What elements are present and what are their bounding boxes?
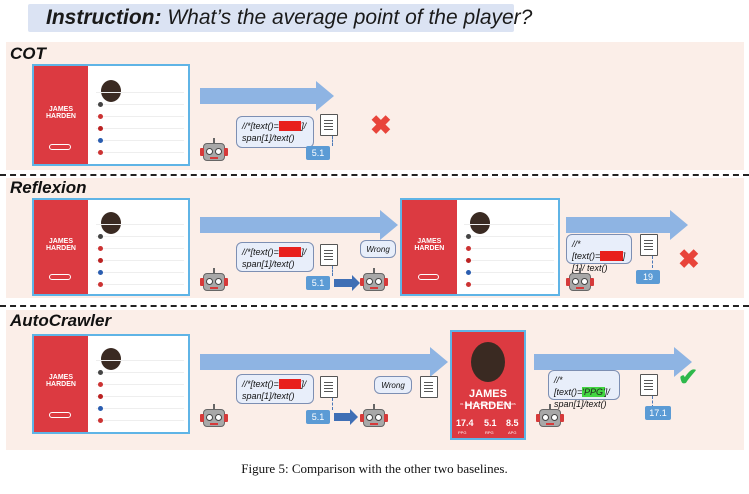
process-arrow <box>534 347 692 377</box>
xpath-bubble: //*[text()='PPG'][1]/ text() <box>566 234 632 273</box>
webpage-screenshot: JAMES HARDEN <box>32 198 190 296</box>
robot-icon <box>566 268 594 294</box>
robot-icon <box>360 404 388 430</box>
section-divider <box>0 174 749 176</box>
webpage-screenshot: JAMES HARDEN <box>32 64 190 166</box>
extracted-value: 17.1 <box>645 406 671 420</box>
document-icon <box>320 114 338 136</box>
section-title-reflexion: Reflexion <box>10 178 87 197</box>
robot-icon <box>200 268 228 294</box>
card-stat-label: RPG <box>485 430 494 435</box>
fail-icon: ✖ <box>678 244 700 274</box>
xpath-bubble: //*[text()='PPG']/ span[1]/text() <box>548 370 620 409</box>
process-arrow <box>200 210 398 240</box>
document-icon <box>320 244 338 266</box>
card-stat: 17.4 <box>456 418 474 428</box>
instruction-banner: Instruction: What’s the average point of… <box>28 4 532 32</box>
document-icon <box>640 234 658 256</box>
robot-icon <box>200 404 228 430</box>
wrong-bubble: Wrong <box>374 376 412 394</box>
section-title-cot: COT <box>10 44 46 63</box>
xpath-bubble: //*[text()='APG']/ span[1]/text() <box>236 116 314 148</box>
instruction-label: Instruction: <box>46 6 162 29</box>
xpath-bubble: //*[text()='APG']/ span[1]/text() <box>236 374 314 404</box>
webpage-screenshot: JAMES HARDEN <box>400 198 560 296</box>
card-stat: 5.1 <box>484 418 497 428</box>
feedback-arrow <box>334 409 358 425</box>
fail-icon: ✖ <box>370 110 392 140</box>
robot-icon <box>200 138 228 164</box>
player-name: JAMES HARDEN <box>414 238 445 252</box>
robot-icon <box>536 404 564 430</box>
extracted-value: 19 <box>636 270 660 284</box>
section-divider <box>0 305 749 307</box>
wrong-bubble: Wrong <box>360 240 396 258</box>
player-name: JAMES HARDEN <box>464 388 512 412</box>
document-icon <box>640 374 658 396</box>
player-name: JAMES HARDEN <box>45 374 76 388</box>
card-stat-label: APG <box>508 430 517 435</box>
success-icon: ✔ <box>678 364 699 391</box>
player-name: JAMES HARDEN <box>45 238 76 252</box>
extracted-value: 5.1 <box>306 410 330 424</box>
instruction-question: What’s the average point of the player? <box>167 6 533 29</box>
section-title-autocrawler: AutoCrawler <box>10 311 112 330</box>
card-stat: 8.5 <box>506 418 519 428</box>
process-arrow <box>200 347 448 377</box>
extracted-value: 5.1 <box>306 146 330 160</box>
figure-caption: Figure 5: Comparison with the other two … <box>241 461 508 476</box>
document-icon <box>320 376 338 398</box>
xpath-bubble: //*[text()='APG']/ span[1]/text() <box>236 242 314 272</box>
player-subtitle: #1 · SHOOTING GUARD · LA CLIPPERS <box>460 402 516 406</box>
player-name: JAMES HARDEN <box>45 106 76 120</box>
feedback-arrow <box>334 275 360 291</box>
card-stat-label: PPG <box>458 430 467 435</box>
process-arrow <box>200 81 334 111</box>
player-card: JAMES HARDEN #1 · SHOOTING GUARD · LA CL… <box>450 330 526 440</box>
process-arrow <box>566 210 688 240</box>
extracted-value: 5.1 <box>306 276 330 290</box>
document-icon <box>420 376 438 398</box>
robot-icon <box>360 268 388 294</box>
webpage-screenshot: JAMES HARDEN <box>32 334 190 434</box>
